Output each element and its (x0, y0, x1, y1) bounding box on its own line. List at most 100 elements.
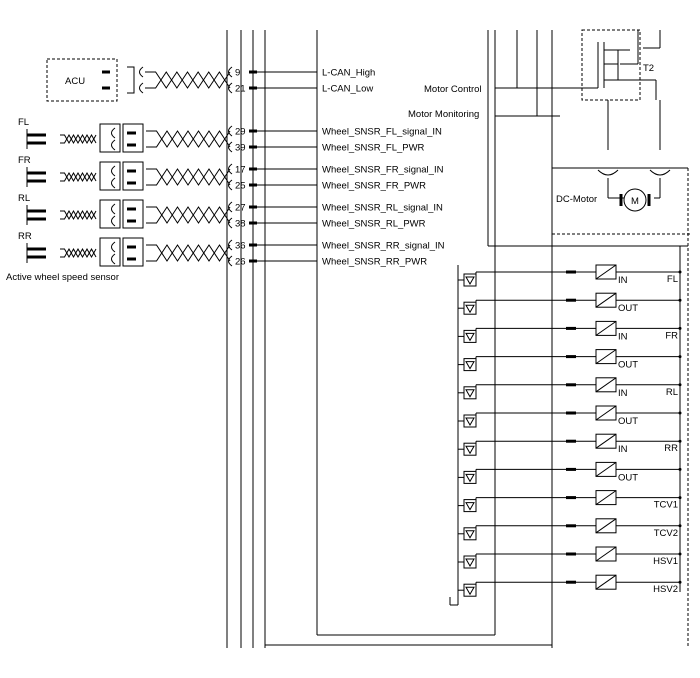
valve-port-label: OUT (618, 472, 638, 483)
diode-icon (465, 558, 475, 568)
twisted-pair-wire (60, 133, 97, 145)
acu-module: ACU (46, 58, 118, 102)
signal-label: Wheel_SNSR_RL_signal_IN (322, 203, 443, 214)
valve-row: OUT (458, 461, 682, 484)
valve-port-label: IN (618, 388, 628, 399)
junction-dot (678, 524, 682, 528)
signal-label: Wheel_SNSR_FL_signal_IN (322, 127, 442, 138)
sensor-connector (99, 123, 121, 153)
twisted-pair-wire (146, 206, 231, 224)
motor-label: DC-Motor (556, 194, 597, 205)
power-label: Wheel_SNSR_FR_PWR (322, 181, 426, 192)
solenoid-coil-icon (595, 574, 617, 590)
diode-icon (465, 445, 475, 455)
connector-socket (228, 179, 233, 191)
diode-icon (465, 502, 475, 511)
wheel-corner-label: RR (18, 231, 32, 242)
junction-dot (678, 496, 682, 500)
connector-socket (228, 239, 233, 251)
pin-number: 25 (235, 181, 246, 192)
connector-socket (228, 217, 233, 229)
connector-socket (111, 127, 116, 139)
wheel-sensor-fr: FR1725Wheel_SNSR_FR_signal_INWheel_SNSR_… (18, 155, 444, 192)
twisted-pair-wire (60, 209, 97, 221)
junction-dot (678, 270, 682, 274)
valve-name-label: FL (667, 274, 678, 285)
power-label: Wheel_SNSR_RL_PWR (322, 219, 426, 230)
wheel-sensor-fl: FL2939Wheel_SNSR_FL_signal_INWheel_SNSR_… (18, 117, 442, 154)
wheel-corner-label: RL (18, 193, 30, 204)
valve-port-label: IN (618, 331, 628, 342)
diode-icon (465, 304, 475, 314)
connector-socket (111, 139, 116, 151)
pin-number: 27 (235, 203, 246, 214)
signal-label: Wheel_SNSR_FR_signal_IN (322, 165, 444, 176)
valve-row: OUT (458, 292, 682, 315)
junction-dot (678, 411, 682, 415)
diode-icon (465, 276, 475, 286)
valve-row: IN FL (458, 264, 682, 287)
junction-dot (678, 326, 682, 330)
connector-socket (111, 165, 116, 177)
pin-number: 21 (235, 84, 246, 95)
pin-number: 38 (235, 219, 246, 230)
valve-row: TCV2 (458, 518, 682, 541)
wheel-sensors: FL2939Wheel_SNSR_FL_signal_INWheel_SNSR_… (18, 117, 445, 268)
connector-socket (111, 177, 116, 189)
valve-name-label: RR (664, 443, 678, 454)
twisted-pair-wire (146, 244, 231, 262)
connector-socket (228, 141, 233, 153)
twisted-pair-wire (60, 133, 97, 145)
solenoid-coil-icon (595, 349, 617, 365)
valve-port-label: IN (618, 444, 628, 455)
valve-row: IN FR (458, 320, 682, 343)
harness-connector (122, 123, 144, 153)
diode-icon (465, 389, 475, 398)
signal-labels: Motor Control Motor Monitoring Active wh… (6, 84, 482, 283)
wheel-sensor-rr: RR3626Wheel_SNSR_RR_signal_INWheel_SNSR_… (18, 231, 445, 268)
twisted-pair-wire (60, 247, 97, 259)
connector-socket (228, 201, 233, 213)
power-label: Wheel_SNSR_RR_PWR (322, 257, 427, 268)
sensor-connector (99, 199, 121, 229)
connector-socket (228, 82, 233, 94)
valve-name-label: FR (665, 330, 678, 341)
connector-socket (228, 163, 233, 175)
diode-icon (465, 361, 475, 370)
pin-number: 29 (235, 127, 246, 138)
twisted-pair-wire (146, 130, 231, 148)
valve-port-label: OUT (618, 360, 638, 371)
valve-module-block (487, 30, 690, 648)
transistor-label: T2 (643, 63, 654, 74)
solenoid-coil-icon (595, 461, 617, 477)
valve-port-label: IN (618, 275, 628, 286)
connector-socket (228, 255, 233, 267)
pin-number: 9 (235, 68, 240, 79)
sensor-connector (99, 161, 121, 191)
pin-number: 26 (235, 257, 246, 268)
motor-monitoring-label: Motor Monitoring (408, 109, 479, 120)
pin-number: 17 (235, 165, 246, 176)
valve-row: OUT (458, 405, 682, 428)
valve-name-label: HSV1 (653, 556, 678, 567)
valve-port-label: OUT (618, 416, 638, 427)
solenoid-coil-icon (595, 405, 617, 421)
acu-label: ACU (65, 76, 85, 87)
valve-row: IN RR (458, 433, 682, 456)
harness-connector (122, 237, 144, 267)
connector-socket (111, 203, 116, 215)
signal-label: Wheel_SNSR_RR_signal_IN (322, 241, 445, 252)
junction-dot (678, 383, 682, 387)
twisted-pair-wire (146, 168, 231, 186)
connector-socket (228, 125, 233, 137)
valve-row: HSV1 (458, 546, 682, 569)
twisted-pair-wire (146, 130, 231, 148)
twisted-pair-wire (60, 171, 97, 183)
connector-socket (139, 82, 144, 94)
twisted-pair-wire (146, 168, 231, 186)
valve-port-label: OUT (618, 303, 638, 314)
junction-dot (678, 355, 682, 359)
